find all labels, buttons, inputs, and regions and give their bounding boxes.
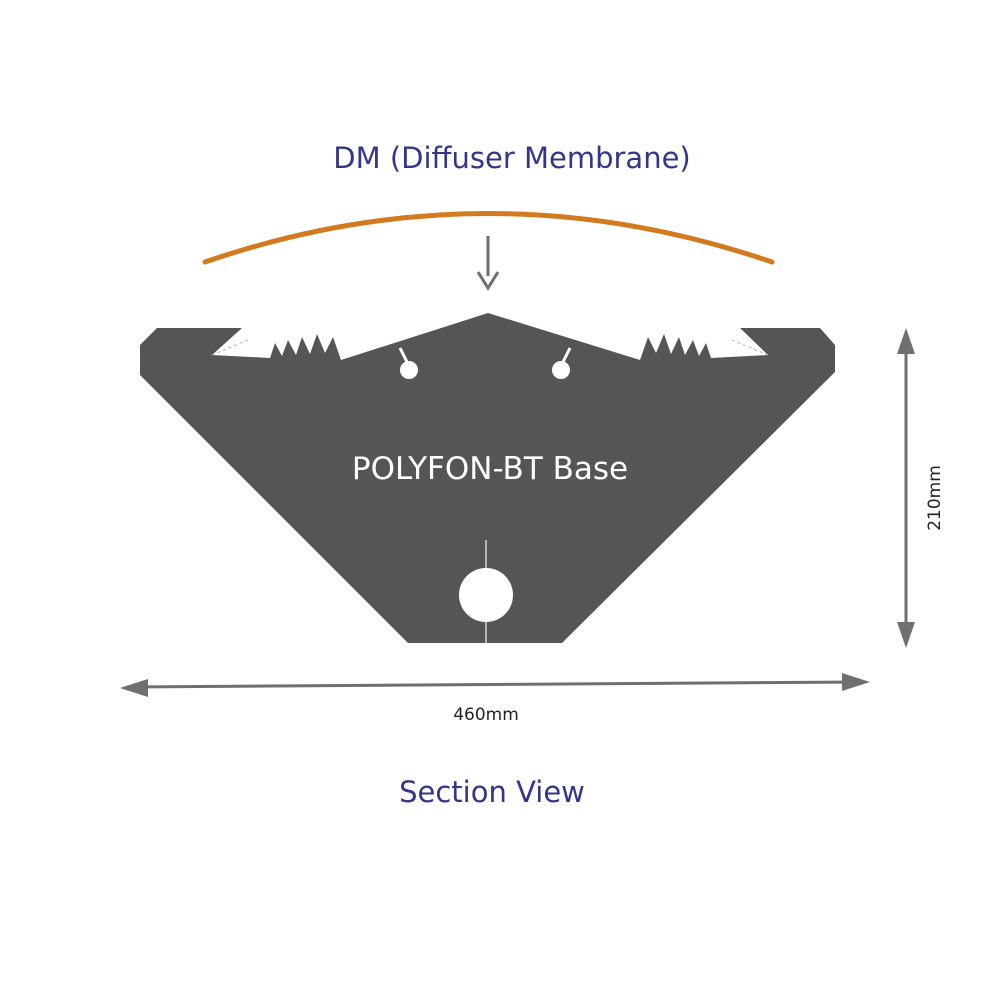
base-label: POLYFON-BT Base [352,451,628,487]
polyfon-base-body [140,313,835,643]
section-view-label: Section View [399,775,585,809]
height-dimension-label: 210mm [925,465,945,531]
double-arrow-vertical-icon [897,328,915,648]
diffuser-membrane-arc [202,211,775,265]
slot-lines [211,339,769,356]
membrane-label: DM (Diffuser Membrane) [333,141,690,175]
arrow-down-icon [476,236,500,291]
keyhole-left [398,347,418,379]
center-bore [459,540,513,643]
keyhole-right [552,347,572,379]
double-arrow-horizontal-icon [120,673,870,697]
width-dimension-label: 460mm [453,705,519,725]
